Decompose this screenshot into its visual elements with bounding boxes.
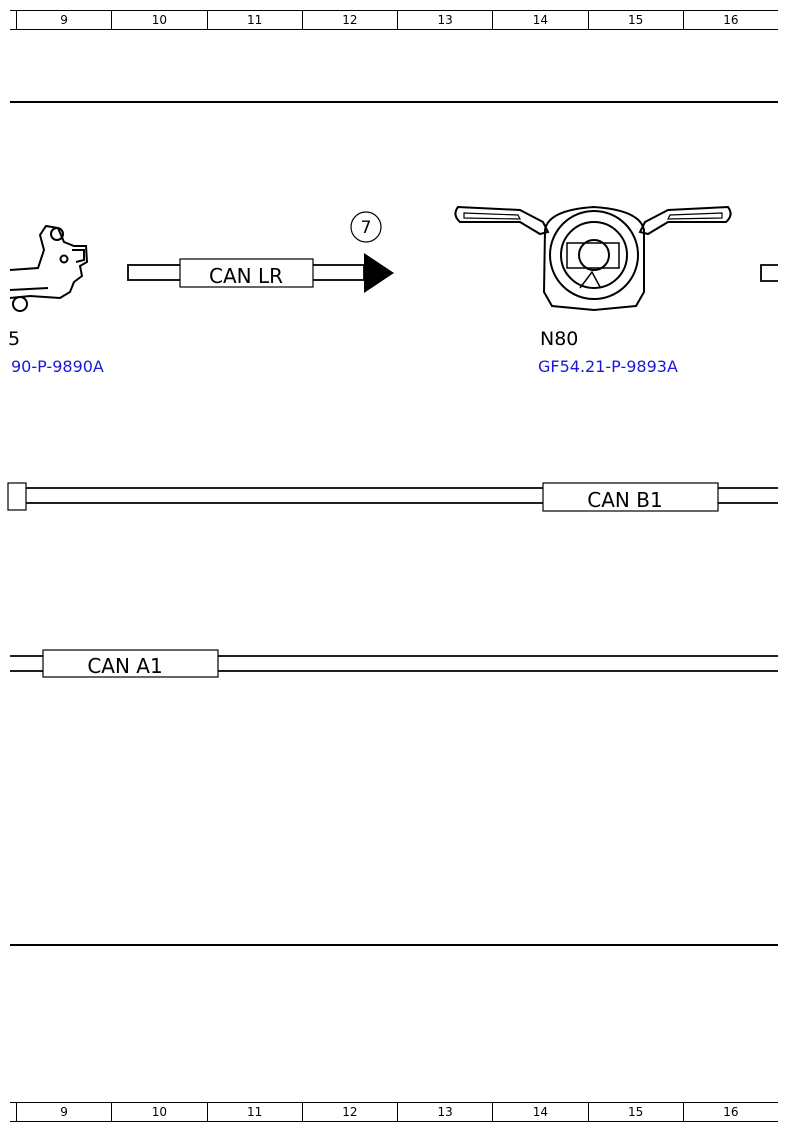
grid-cell-15: 15: [589, 11, 684, 29]
grid-cell-16: 16: [723, 13, 739, 27]
steering-column-module-icon: [454, 205, 732, 312]
grid-cell-12: 12: [303, 1103, 398, 1121]
bus-stub-left: [7, 482, 27, 511]
n80-component-label: N80: [540, 328, 579, 350]
grid-cell-11: 11: [208, 11, 303, 29]
can-lr-label: CAN LR: [209, 264, 283, 288]
can-a1-label: CAN A1: [87, 654, 162, 678]
divider-top: [10, 101, 778, 103]
right-edge-connector: [760, 264, 778, 282]
grid-lead-cell: [10, 1103, 17, 1121]
grid-cell-14: 14: [493, 1103, 589, 1121]
can-b1-bus: CAN B1: [7, 482, 778, 512]
left-component-label: 5: [8, 328, 21, 350]
grid-cell-10: 10: [112, 1103, 208, 1121]
grid-header-bottom: 9 10 11 12 13 14 15 16: [10, 1102, 778, 1122]
left-component-icon: [9, 224, 89, 312]
grid-cell-13: 13: [398, 11, 494, 29]
can-lr-connection: 7 CAN LR: [127, 211, 394, 293]
grid-cell-11: 11: [208, 1103, 303, 1121]
grid-cell-9: 9: [17, 1103, 113, 1121]
grid-cell-9: 9: [17, 11, 113, 29]
grid-cell-13: 13: [398, 1103, 494, 1121]
arrow-right-icon: [364, 253, 394, 293]
connection-marker-number: 7: [361, 218, 372, 238]
n80-doc-link[interactable]: GF54.21-P-9893A: [538, 357, 678, 376]
grid-header-top: 9 10 11 12 13 14 15 16: [10, 10, 778, 30]
can-b1-label: CAN B1: [587, 488, 662, 512]
grid-cell-15: 15: [589, 1103, 684, 1121]
connection-marker-circle: [350, 211, 382, 243]
grid-lead-cell: [10, 11, 17, 29]
can-a1-bus: CAN A1: [10, 649, 778, 678]
grid-cell-12: 12: [303, 11, 398, 29]
grid-cell-16: 16: [723, 1105, 739, 1119]
divider-bottom: [10, 944, 778, 946]
grid-cell-10: 10: [112, 11, 208, 29]
grid-cell-14: 14: [493, 11, 589, 29]
left-component-doc-link[interactable]: 90-P-9890A: [11, 357, 104, 376]
